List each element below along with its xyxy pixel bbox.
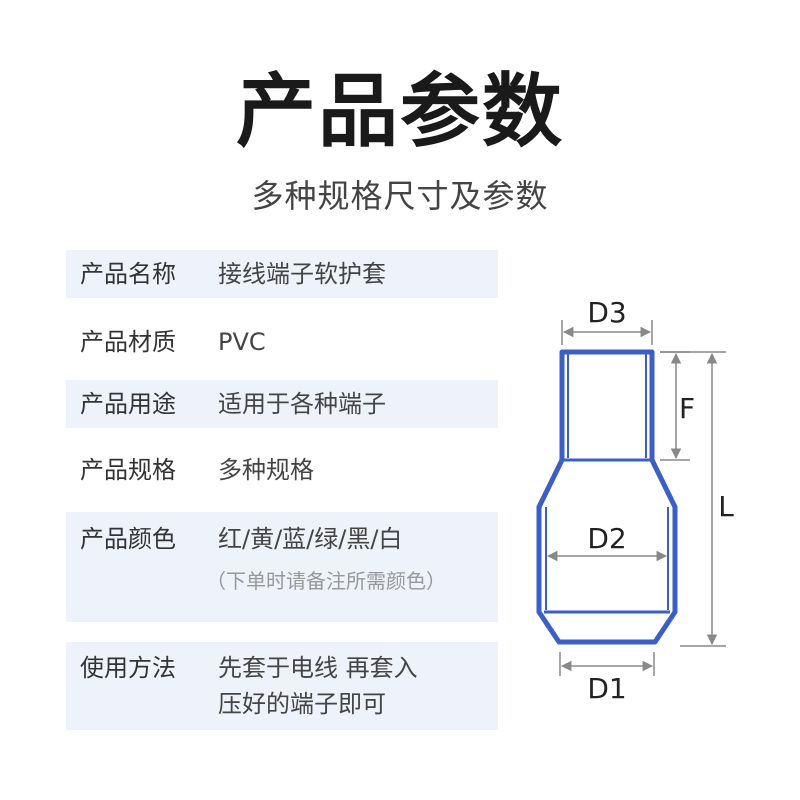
page-subtitle: 多种规格尺寸及参数 <box>251 177 549 215</box>
d1-label: D1 <box>587 672 626 705</box>
spec-row-color: 产品颜色 红/黄/蓝/绿/黑/白 （下单时请备注所需颜色） <box>66 512 498 622</box>
spec-row-method: 使用方法 先套于电线 再套入 压好的端子即可 <box>66 642 498 730</box>
spec-label: 使用方法 <box>80 654 176 682</box>
spec-label: 产品用途 <box>80 390 176 418</box>
spec-value: 压好的端子即可 <box>218 690 386 718</box>
spec-value: PVC <box>218 328 266 356</box>
spec-label: 产品名称 <box>80 260 176 288</box>
l-label: L <box>718 490 734 523</box>
spec-label: 产品规格 <box>80 456 176 484</box>
spec-value: 先套于电线 再套入 <box>218 654 418 682</box>
spec-row-size: 产品规格 多种规格 <box>66 446 498 494</box>
f-label: F <box>679 392 695 425</box>
page-title: 产品参数 <box>236 65 564 158</box>
spec-row-material: 产品材质 PVC <box>66 318 498 366</box>
sleeve-outline <box>536 349 678 645</box>
spec-value: 适用于各种端子 <box>218 390 386 418</box>
spec-label: 产品材质 <box>80 328 176 356</box>
spec-value: 多种规格 <box>218 456 314 484</box>
spec-value: 接线端子软护套 <box>218 260 386 288</box>
spec-label: 产品颜色 <box>80 525 176 553</box>
spec-row-name: 产品名称 接线端子软护套 <box>66 250 498 298</box>
spec-row-usage: 产品用途 适用于各种端子 <box>66 380 498 428</box>
d3-label: D3 <box>587 296 626 329</box>
spec-note: （下单时请备注所需颜色） <box>206 569 446 593</box>
d2-label: D2 <box>587 522 626 555</box>
spec-value: 红/黄/蓝/绿/黑/白 <box>218 525 403 553</box>
terminal-sleeve-diagram: D3 F L D2 D1 <box>536 296 734 705</box>
